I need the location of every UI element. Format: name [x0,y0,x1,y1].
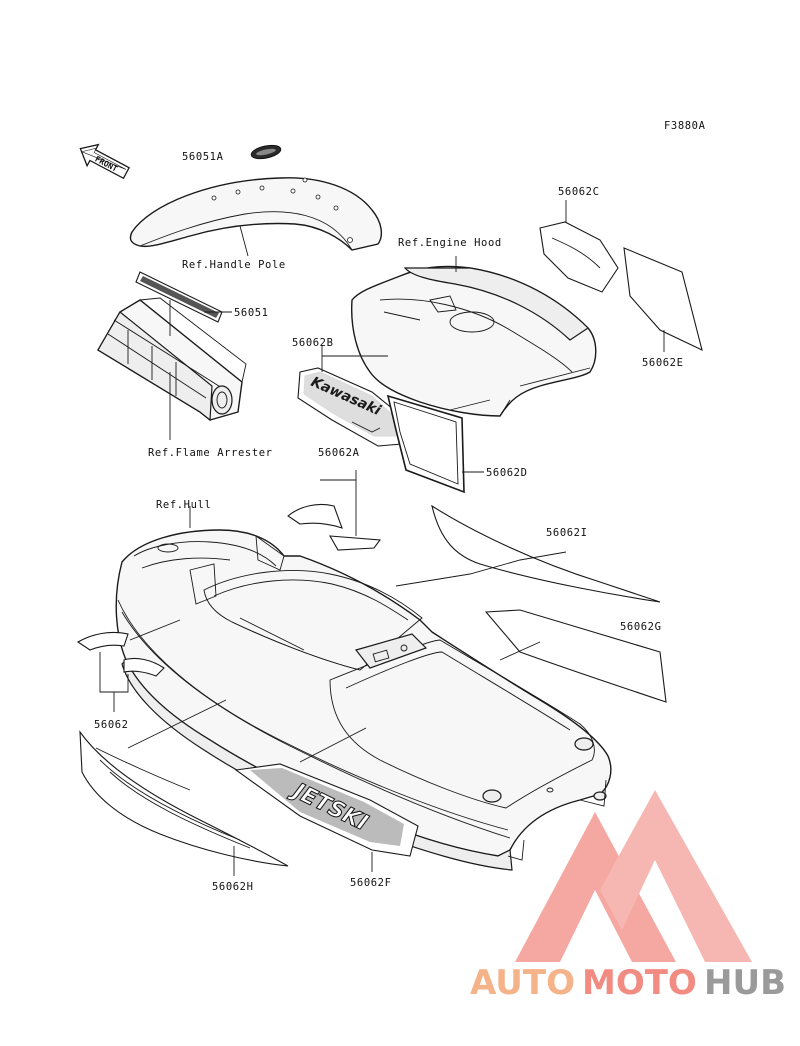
hull-part [115,529,612,871]
label-56051A: 56051A [182,151,224,163]
handle-pole-part [129,177,383,251]
figure-code: F3880A [664,120,706,132]
label-56062B: 56062B [292,337,334,349]
part-56062H-decal [79,730,289,867]
label-56062I: 56062I [546,527,588,539]
label-56062G: 56062G [620,621,662,633]
label-ref-handle-pole: Ref.Handle Pole [182,259,286,271]
watermark-triangle-left [515,812,676,962]
label-ref-hull: Ref.Hull [156,499,211,511]
leader-hull-56062F [299,727,367,763]
leader-hull-56062H [127,699,227,749]
label-56062D: 56062D [486,467,528,479]
part-56062B-kawasaki-decal: Kawasaki [297,367,405,447]
watermark-auto: AUTO [470,963,575,1003]
part-56062-decals [76,631,165,677]
label-ref-engine-hood: Ref.Engine Hood [398,237,502,249]
watermark-triangle-right [600,790,752,962]
label-56062H: 56062H [212,881,254,893]
part-56062D-decal [386,394,465,494]
leader-56062G [499,641,541,661]
watermark-logo [515,790,752,962]
leader-56062-hull [129,619,181,641]
watermark-moto: MOTO [582,963,697,1003]
front-arrow-icon: FRONT [79,143,130,180]
watermark-hub: HUB [704,963,786,1003]
label-56062: 56062 [94,719,129,731]
part-56062G-decal [484,609,667,703]
label-ref-flame-arrester: Ref.Flame Arrester [148,447,273,459]
part-56062A-decals [287,503,382,551]
leader-handle-pole [239,225,249,257]
part-56062I-decal [431,504,661,603]
part-56051A-emblem [250,144,282,160]
part-56062C-decal [539,221,619,293]
label-56062A: 56062A [318,447,360,459]
leader-hood-56062E [519,367,591,387]
leader-hood-56062D [449,399,491,411]
leader-56062I [395,551,567,587]
engine-hood-part [350,265,597,417]
label-56062C: 56062C [558,186,600,198]
leader-hull-deck [239,617,305,651]
part-56051-decal [135,271,223,323]
part-56062E-decal [623,247,703,352]
label-56062E: 56062E [642,357,684,369]
label-56051: 56051 [234,307,269,319]
flame-arrester-part [97,297,247,422]
watermark-text: AUTO MOTO HUB [470,963,786,1003]
label-56062F: 56062F [350,877,392,889]
